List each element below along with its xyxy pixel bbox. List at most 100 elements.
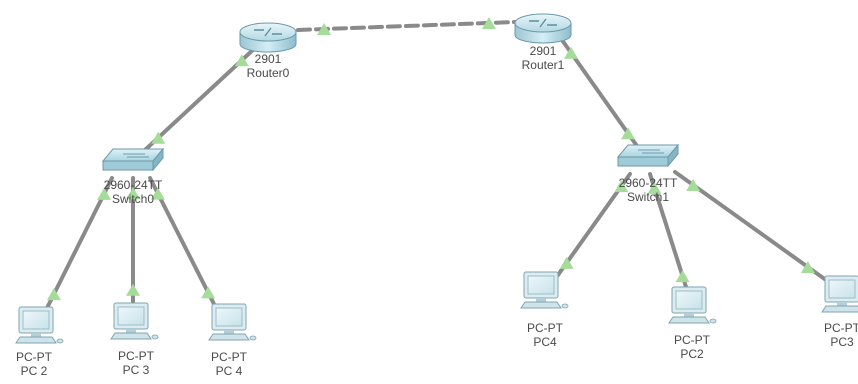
pc-icon[interactable] bbox=[15, 306, 64, 344]
device-model-label: PC-PT bbox=[674, 333, 711, 347]
pc-stand bbox=[536, 298, 546, 302]
link-status-up-marker bbox=[675, 270, 690, 283]
switch-arrows bbox=[123, 153, 149, 158]
link-switch0-pc3_left[interactable] bbox=[126, 176, 140, 307]
pc-keyboard bbox=[208, 333, 250, 341]
switch-side bbox=[152, 147, 164, 172]
device-name-label: PC4 bbox=[533, 335, 557, 349]
pc-stand bbox=[224, 330, 234, 334]
pc-screen bbox=[675, 290, 703, 310]
link-status-up-marker bbox=[201, 286, 216, 299]
pc-keyboard bbox=[821, 305, 858, 313]
pc-icon[interactable] bbox=[668, 286, 717, 324]
pc-keyboard bbox=[15, 336, 57, 344]
pc-icon[interactable] bbox=[110, 302, 159, 340]
pc-icon[interactable] bbox=[821, 275, 858, 313]
pc-stand bbox=[837, 302, 847, 306]
pc-keyboard bbox=[520, 301, 562, 309]
pc-screen bbox=[22, 310, 50, 330]
device-model-label: 2901 bbox=[255, 52, 282, 66]
switch-side bbox=[667, 143, 679, 168]
link-status-up-marker bbox=[559, 256, 574, 269]
switch-icon[interactable] bbox=[616, 143, 680, 168]
device-model-label: 2960-24TT bbox=[619, 176, 678, 190]
link-status-up-marker bbox=[97, 187, 112, 200]
router-arrows bbox=[254, 27, 282, 37]
device-name-label: Router0 bbox=[247, 66, 290, 80]
link-status-up-marker bbox=[564, 46, 578, 59]
device-name-label: PC2 bbox=[680, 347, 704, 361]
link-status-up-marker bbox=[46, 288, 61, 301]
switch-front bbox=[617, 156, 669, 167]
link-status-up-marker bbox=[647, 181, 662, 194]
pc-mouse bbox=[249, 335, 257, 341]
link-router0-switch0[interactable] bbox=[143, 46, 257, 152]
device-name-label: PC 2 bbox=[21, 364, 48, 378]
switch-arrows bbox=[638, 149, 664, 154]
pc-screen bbox=[527, 275, 555, 295]
link-status-up-marker bbox=[317, 23, 332, 36]
router-arrows bbox=[529, 18, 557, 28]
device-model-label: 2960-24TT bbox=[104, 178, 163, 192]
pc-screen bbox=[215, 307, 243, 327]
link-status-up-marker bbox=[150, 187, 165, 200]
pc-mouse bbox=[709, 318, 717, 324]
link-line[interactable] bbox=[296, 20, 517, 32]
link-router0-router1[interactable] bbox=[296, 16, 517, 36]
links-layer bbox=[44, 16, 828, 312]
link-line[interactable] bbox=[148, 176, 218, 310]
link-status-up-marker bbox=[234, 54, 249, 67]
link-status-up-marker bbox=[614, 180, 629, 193]
link-router1-switch1[interactable] bbox=[560, 38, 639, 148]
pc-keyboard bbox=[668, 316, 710, 324]
pc-stand bbox=[684, 313, 694, 317]
pc-icon[interactable] bbox=[208, 303, 257, 341]
link-line[interactable] bbox=[44, 176, 114, 312]
pc-mouse bbox=[151, 334, 159, 340]
link-status-up-marker bbox=[686, 178, 701, 191]
device-name-label: PC3 bbox=[830, 335, 854, 349]
device-model-label: PC-PT bbox=[16, 350, 53, 364]
link-status-up-marker bbox=[151, 131, 166, 144]
router-icon[interactable] bbox=[239, 22, 297, 53]
link-switch0-pc2_left[interactable] bbox=[44, 176, 114, 312]
pc-icon[interactable] bbox=[520, 271, 569, 309]
device-name-label: Router1 bbox=[522, 58, 565, 72]
link-switch1-pc4_right[interactable] bbox=[556, 172, 632, 277]
link-status-up-marker bbox=[621, 127, 635, 140]
device-name-label: PC 3 bbox=[123, 363, 150, 377]
link-status-up-marker bbox=[481, 16, 496, 29]
device-model-label: PC-PT bbox=[211, 350, 248, 364]
link-switch1-pc3_right[interactable] bbox=[673, 170, 828, 282]
device-model-label: PC-PT bbox=[527, 321, 564, 335]
switch-icon[interactable] bbox=[101, 147, 165, 172]
device-model-label: PC-PT bbox=[118, 349, 155, 363]
device-model-label: PC-PT bbox=[824, 321, 858, 335]
pc-keyboard bbox=[110, 332, 152, 340]
device-name-label: PC 4 bbox=[216, 364, 243, 378]
switch-front bbox=[102, 160, 154, 171]
link-switch1-pc2_right[interactable] bbox=[647, 172, 690, 292]
pc-mouse bbox=[56, 338, 64, 344]
pc-screen bbox=[117, 306, 145, 326]
link-status-up-marker bbox=[800, 261, 815, 274]
pc-mouse bbox=[561, 303, 569, 309]
pc-stand bbox=[126, 329, 136, 333]
link-line[interactable] bbox=[673, 170, 828, 282]
link-switch0-pc4_left[interactable] bbox=[148, 176, 218, 310]
pc-screen bbox=[828, 279, 856, 299]
device-name-label: Switch0 bbox=[112, 192, 154, 206]
device-name-label: Switch1 bbox=[627, 190, 669, 204]
router-icon[interactable] bbox=[514, 13, 572, 44]
